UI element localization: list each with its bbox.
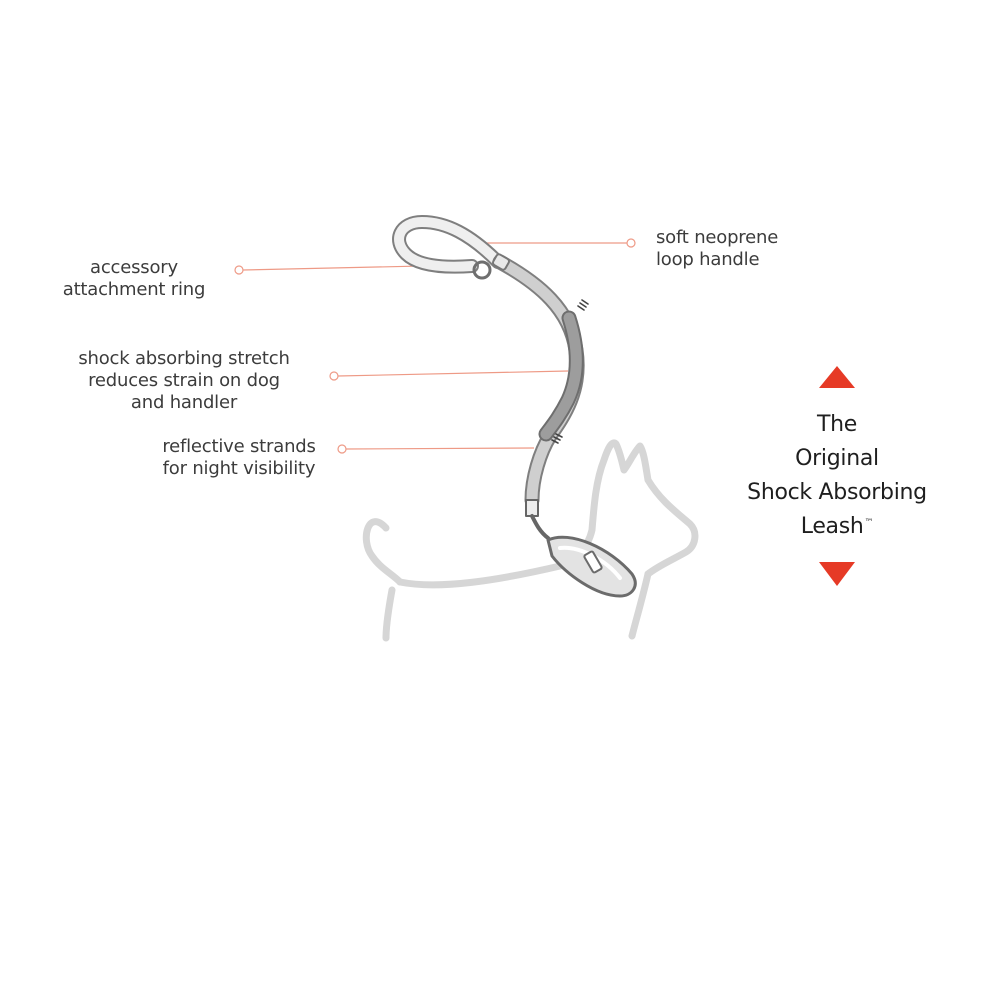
leader-stretch bbox=[337, 370, 569, 377]
tagline-line: Original bbox=[795, 446, 879, 471]
triangle-up-icon bbox=[819, 366, 855, 388]
tagline-line: Leash bbox=[800, 514, 864, 539]
tagline-line: Shock Absorbing bbox=[747, 480, 927, 505]
accessory-ring bbox=[472, 260, 492, 280]
tagline-line-last: Leash™ bbox=[730, 510, 944, 544]
leader-ring-dot bbox=[234, 265, 244, 275]
callout-line: reduces strain on dog bbox=[88, 370, 280, 391]
callout-line: and handler bbox=[130, 392, 238, 413]
product-tagline: The Original Shock Absorbing Leash™ bbox=[730, 408, 944, 544]
leader-reflective bbox=[345, 447, 535, 450]
callout-reflective-strands: reflective strands for night visibility bbox=[154, 436, 324, 480]
callout-line: shock absorbing stretch bbox=[78, 348, 290, 369]
callout-line: soft neoprene bbox=[656, 227, 779, 248]
trademark-symbol: ™ bbox=[864, 518, 874, 528]
triangle-down-icon bbox=[819, 562, 855, 586]
callout-line: reflective strands bbox=[162, 436, 316, 457]
callout-line: for night visibility bbox=[162, 458, 316, 479]
leader-stretch-dot bbox=[329, 371, 339, 381]
leader-handle-dot bbox=[626, 238, 636, 248]
leader-reflective-dot bbox=[337, 444, 347, 454]
leader-lines bbox=[234, 238, 636, 454]
tagline-line: The bbox=[816, 412, 858, 437]
callout-line: accessory bbox=[90, 257, 178, 278]
callout-shock-stretch: shock absorbing stretch reduces strain o… bbox=[66, 348, 302, 414]
callout-line: attachment ring bbox=[62, 279, 206, 300]
callout-accessory-ring: accessory attachment ring bbox=[40, 257, 228, 301]
callout-line: loop handle bbox=[656, 249, 760, 270]
leash bbox=[392, 215, 637, 598]
callout-loop-handle: soft neoprene loop handle bbox=[656, 227, 778, 271]
